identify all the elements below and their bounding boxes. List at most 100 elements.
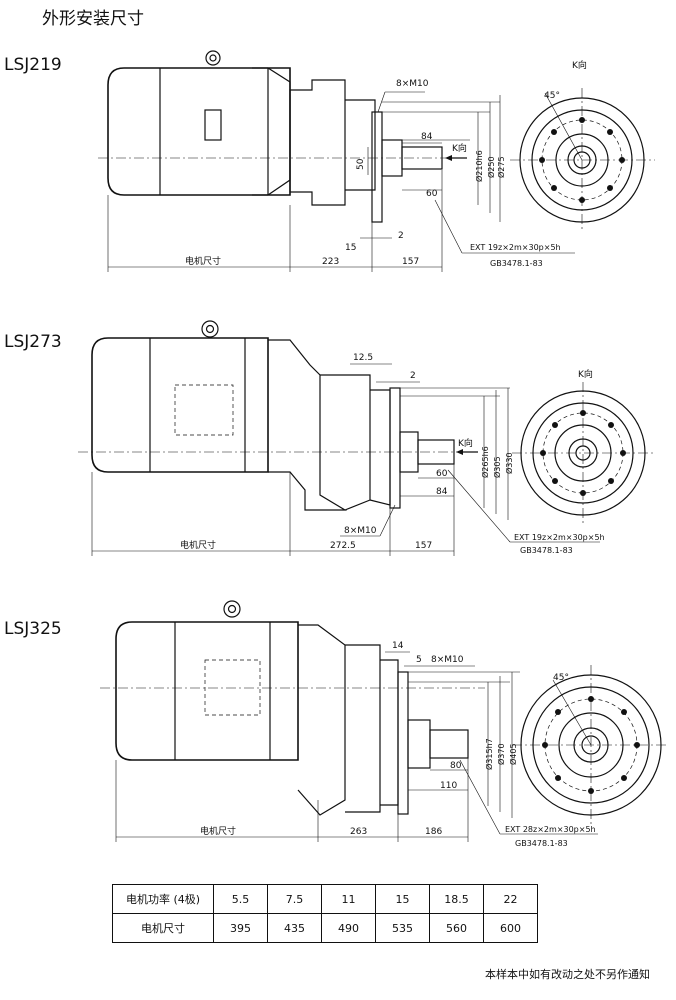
lsj325-bolt-hole (555, 709, 561, 715)
lsj273-bolt-hole (580, 410, 586, 416)
lsj219-spline-spec: EXT 19z×2m×30p×5h (470, 243, 561, 252)
lsj219-spline-standard: GB3478.1-83 (490, 259, 543, 268)
lsj273-dim-2: 2 (410, 371, 416, 381)
power-cell: 5.5 (213, 884, 268, 914)
lsj219-bolts-leader-2 (377, 91, 386, 113)
lsj273-bolt-hole (540, 450, 546, 456)
lsj219-bolt-hole (551, 129, 557, 135)
lsj325-bolts-label: 8×M10 (431, 655, 464, 665)
lsj325-k-view-bore (581, 735, 601, 755)
lsj219-k-view-label: K向 (572, 59, 587, 71)
power-cell: 7.5 (267, 884, 322, 914)
lsj325-spline-spec: EXT 28z×2m×30p×5h (505, 825, 596, 834)
lsj219-bolt-hole (539, 157, 545, 163)
lsj325-dim-186: 186 (425, 827, 442, 837)
lsj325-reducer-housing (297, 624, 346, 816)
lsj325-angle: 45° (553, 673, 569, 683)
lsj219-bolts-label: 8×M10 (396, 79, 429, 89)
lsj325-dia1: Ø315h7 (484, 738, 494, 770)
lsj325-reducer-stage (380, 659, 399, 806)
lsj273-bolt-hole (552, 422, 558, 428)
size-row-label: 电机尺寸 (112, 913, 214, 943)
lsj273-dim-12-5: 12.5 (353, 353, 373, 363)
lsj219-dia1: Ø210h6 (474, 150, 484, 182)
size-cell: 395 (213, 913, 268, 943)
size-cell: 560 (429, 913, 484, 943)
lsj219-dim-2: 2 (398, 231, 404, 241)
power-cell: 15 (375, 884, 430, 914)
lsj273-drawing: LSJ273 K向 12.5 2 60 84 8×M10 Ø265h6 (4, 320, 656, 556)
lsj273-reducer-stage (369, 389, 391, 506)
lsj273-bolt-hole (552, 478, 558, 484)
lsj219-bolt-hole (607, 185, 613, 191)
lsj325-bolt-hole (634, 742, 640, 748)
motor-spec-table: 电机功率 (4极) 5.5 7.5 11 15 18.5 22 电机尺寸 395… (112, 884, 538, 943)
lsj273-terminal-box (174, 384, 234, 436)
lsj325-angle-line (552, 679, 592, 746)
table-row-power: 电机功率 (4极) 5.5 7.5 11 15 18.5 22 (112, 884, 538, 914)
lsj273-dim-84: 84 (436, 487, 448, 497)
lsj273-lifting-eye (201, 320, 219, 338)
lsj219-bolt-hole (579, 117, 585, 123)
lsj273-motor-size-label: 电机尺寸 (180, 539, 216, 551)
lsj219-nameplate (204, 109, 222, 141)
lsj219-reducer-stage (345, 99, 376, 191)
page-title: 外形安装尺寸 (42, 9, 144, 29)
lsj325-output-flange (397, 671, 409, 815)
footer-note: 本样本中如有改动之处不另作通知 (485, 968, 650, 981)
lsj219-adapter (252, 67, 291, 196)
lsj325-bolt-hole (621, 775, 627, 781)
power-cell: 11 (321, 884, 376, 914)
lsj273-bolt-hole (608, 478, 614, 484)
lsj219-output-flange (371, 111, 383, 223)
lsj325-dim-110: 110 (440, 781, 457, 791)
lsj325-model-label: LSJ325 (4, 619, 62, 639)
lsj273-dia1: Ø265h6 (480, 446, 490, 478)
lsj219-angle: 45° (544, 91, 560, 101)
lsj325-output-shaft (429, 729, 469, 759)
lsj219-angle-line (544, 92, 583, 161)
lsj219-dim-15: 15 (345, 243, 356, 253)
lsj273-bolt-hole (608, 422, 614, 428)
power-cell: 22 (483, 884, 538, 914)
lsj219-reducer-body (289, 79, 346, 206)
lsj273-spline-standard: GB3478.1-83 (520, 546, 573, 555)
size-cell: 435 (267, 913, 322, 943)
lsj273-motor-body (91, 337, 269, 473)
lsj325-dim-263: 263 (350, 827, 367, 837)
lsj219-dim-84: 84 (421, 132, 433, 142)
lsj273-dia2: Ø305 (492, 456, 502, 478)
lsj219-lifting-eye (205, 50, 221, 66)
lsj325-dia3: Ø405 (508, 743, 518, 765)
lsj219-k-arrow-head (445, 155, 452, 161)
lsj219-dia2: Ø250 (486, 156, 496, 178)
lsj273-k-view-label: K向 (578, 368, 593, 380)
lsj273-reducer-body (320, 374, 371, 511)
lsj273-dia3: Ø330 (504, 452, 514, 474)
power-row-label: 电机功率 (4极) (112, 884, 214, 914)
lsj325-bolt-hole (555, 775, 561, 781)
size-cell: 535 (375, 913, 430, 943)
lsj219-dim-157: 157 (402, 257, 419, 267)
lsj219-bolt-hole (619, 157, 625, 163)
lsj273-bolts-leader (379, 504, 396, 537)
lsj273-output-flange (389, 387, 401, 509)
size-cell: 600 (483, 913, 538, 943)
lsj219-motor-body (107, 67, 291, 196)
lsj219-dim-50: 50 (356, 158, 366, 170)
lsj273-spline-leader (447, 469, 511, 543)
lsj273-reducer-housing (268, 339, 348, 511)
lsj325-drawing: LSJ325 14 5 8×M10 80 110 Ø315h7 Ø370 Ø40… (4, 600, 668, 848)
lsj219-bolt-hole (579, 197, 585, 203)
table-row-size: 电机尺寸 395 435 490 535 560 600 (112, 913, 538, 943)
lsj219-drawing: LSJ219 K向 8×M10 84 50 6 (4, 50, 655, 272)
lsj219-dim-60: 60 (426, 189, 438, 199)
lsj273-bolts-label: 8×M10 (344, 526, 377, 536)
lsj219-k-arrow-label: K向 (452, 142, 467, 154)
lsj273-lifting-eye-hole (205, 324, 215, 334)
lsj273-dim-272-5: 272.5 (330, 541, 356, 551)
lsj273-k-arrow-head (456, 449, 463, 455)
lsj325-dim-14: 14 (392, 641, 404, 651)
lsj325-shaft-collar (407, 719, 431, 769)
lsj325-bolt-hole (588, 696, 594, 702)
